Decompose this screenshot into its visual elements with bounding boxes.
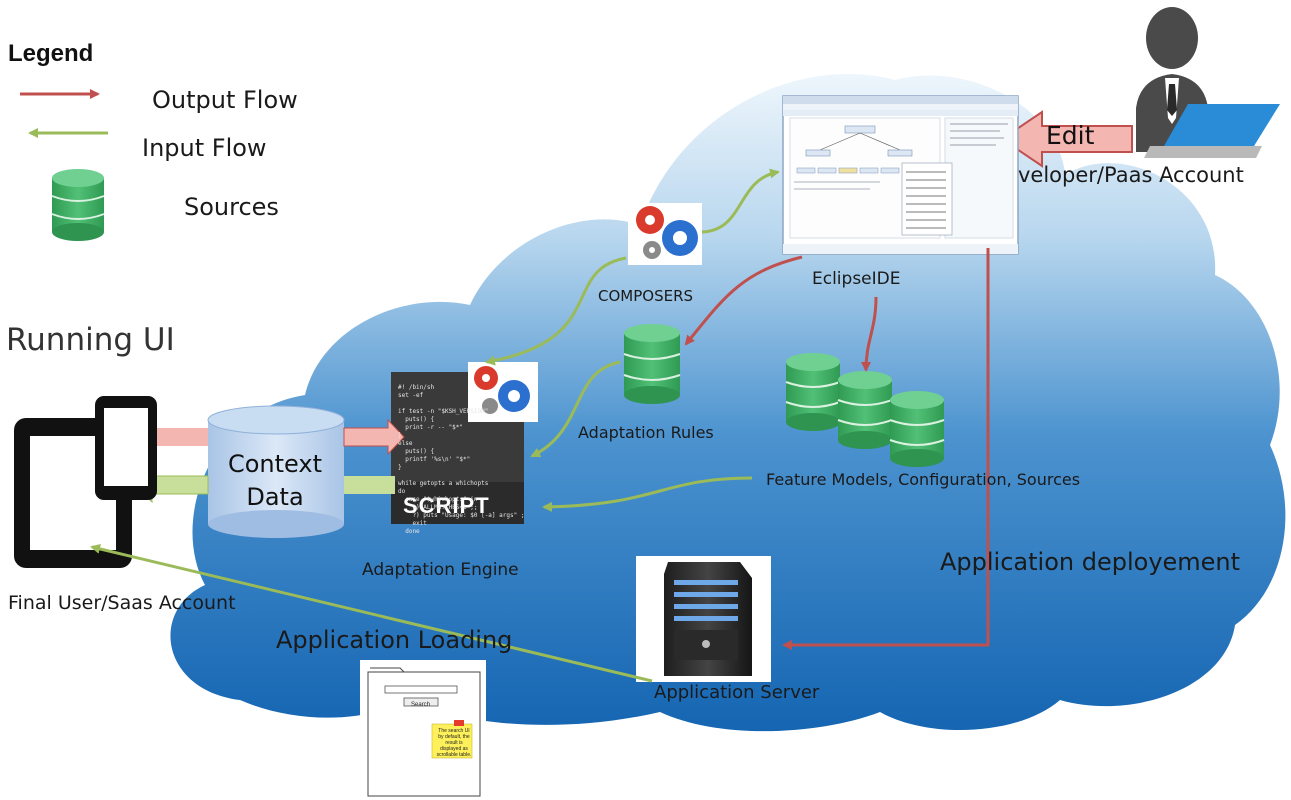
eclipse-ide-label: EclipseIDE	[812, 269, 901, 289]
legend-database-icon	[51, 169, 105, 241]
flow-rules-to-engine	[530, 360, 621, 458]
composers-gears-icon	[628, 203, 702, 265]
ui-mockup-document	[360, 660, 486, 798]
legend-title: Legend	[8, 40, 94, 67]
flow-application-loading	[90, 543, 653, 683]
running-ui-label: Running UI	[6, 322, 175, 358]
feature-models-database-1	[785, 353, 841, 431]
context-data-database	[207, 405, 345, 538]
legend-sources-label: Sources	[184, 193, 279, 221]
feature-models-database-2	[837, 371, 893, 449]
developer-icon	[1136, 7, 1280, 158]
mockup-search-button: Search	[411, 702, 431, 708]
application-server-label: Application Server	[654, 682, 820, 703]
edit-arrow	[1000, 110, 1133, 168]
feature-models-label: Feature Models, Configuration, Sources	[766, 470, 1081, 489]
legend-input-flow-label: Input Flow	[142, 134, 267, 162]
flow-application-deployment	[782, 248, 990, 650]
legend-output-flow-label: Output Flow	[152, 86, 298, 114]
adaptation-engine-script	[391, 362, 538, 524]
feature-models-database-3	[889, 391, 945, 467]
final-user-label: Final User/Saas Account	[8, 592, 236, 614]
flow-eclipse-to-feature-models	[861, 296, 878, 372]
script-label: SCRIPT	[403, 493, 490, 518]
script-code-text: #! /bin/sh set -ef if test -n "$KSH_VERS…	[398, 384, 524, 535]
adaptation-rules-database	[623, 324, 681, 404]
flow-eclipse-to-rules	[684, 255, 803, 346]
flow-composers-to-eclipse	[701, 168, 780, 234]
adaptation-engine-label: Adaptation Engine	[362, 560, 519, 580]
flow-feature-models-to-engine	[542, 476, 753, 512]
developer-account-label: veloper/Paas Account	[1018, 163, 1244, 187]
composers-label: COMPOSERS	[598, 287, 694, 305]
adaptation-rules-label: Adaptation Rules	[578, 423, 714, 442]
edit-label: Edit	[1046, 121, 1095, 150]
application-loading-label: Application Loading	[276, 626, 513, 654]
application-server-icon	[636, 556, 771, 682]
context-data-label: Context Data	[227, 450, 323, 511]
flow-composers-to-engine	[485, 256, 627, 366]
context-output-arrow	[148, 418, 405, 456]
mockup-sticky-note: The search UI by default, the result is …	[436, 728, 472, 758]
application-deployement-label: Application deployement	[940, 548, 1241, 576]
eclipse-ide-screenshot	[782, 95, 1019, 255]
running-ui-devices-icon	[14, 396, 157, 568]
